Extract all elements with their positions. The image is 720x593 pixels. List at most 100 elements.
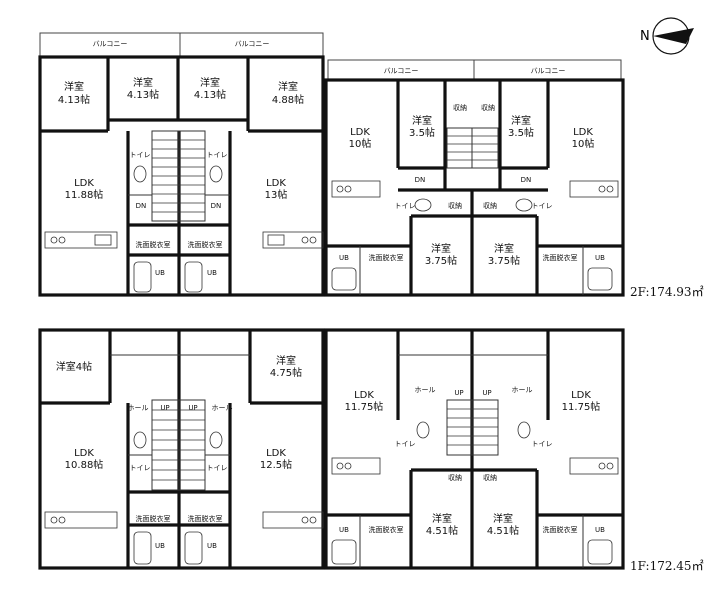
room-label: LDK [571,390,591,401]
room-size: 4.88帖 [272,93,304,106]
room-label: LDK [266,178,286,189]
room-size: 4.51帖 [487,524,519,537]
small-label: 収納 [483,473,497,482]
small-label: 収納 [481,103,495,112]
room-label: LDK [354,390,374,401]
room-label: 洋室 [431,242,451,255]
room-label: 洋室 [494,242,514,255]
room-label: 洋室 [64,80,84,93]
small-label: 洗面脱衣室 [369,525,404,534]
compass-north-label: N [640,29,650,44]
floor-2f: バルコニー バルコニー バルコニー バルコニー [38,32,704,299]
small-label: トイレ [207,464,228,472]
small-label: UP [482,389,491,397]
small-label: UB [339,526,349,534]
room-label: 洋室 [432,512,452,525]
small-label: UB [155,269,165,277]
room-size: 4.51帖 [426,524,458,537]
small-label: UB [339,254,349,262]
small-label: 収納 [448,473,462,482]
wall-2f-left-block [38,55,325,297]
bath-fixtures-2f [133,165,613,293]
compass-needle-icon [653,28,694,44]
room-size: 11.75帖 [345,400,384,413]
room-size: 4.13帖 [127,88,159,101]
room-label: 洋室 [133,76,153,89]
room-label: 洋室 [511,114,531,127]
small-label: UB [595,526,605,534]
balcony-label: バルコニー [235,40,270,48]
small-label: トイレ [532,202,553,210]
room-label: 洋室 [200,76,220,89]
small-label: UB [155,542,165,550]
small-label: UB [207,542,217,550]
room-label: LDK [74,448,94,459]
small-label: 収納 [483,201,497,210]
small-label: UP [454,389,463,397]
staircase-2f-left [151,130,206,222]
room-size: 3.5帖 [508,126,534,139]
wall-1f-right-block [324,328,625,570]
staircase-1f-left [151,399,206,491]
floor-area-2f: 2F:174.93㎡ [630,285,704,299]
room-size: 10.88帖 [65,458,104,471]
room-label: LDK [74,178,94,189]
room-size: 3.75帖 [488,254,520,267]
room-label: 洋室 [493,512,513,525]
staircase-2f-right [446,127,499,169]
small-label: 収納 [453,103,467,112]
room-size: 3.75帖 [425,254,457,267]
room-size: 11.75帖 [562,400,601,413]
small-label: UP [160,404,169,412]
small-label: ホール [512,386,533,394]
small-label: 洗面脱衣室 [188,514,223,523]
small-label: DN [521,176,532,184]
room-size: 11.88帖 [65,188,104,201]
small-label: ホール [212,404,233,412]
small-label: トイレ [130,464,151,472]
room-size: 4.75帖 [270,366,302,379]
room-size: 4.13帖 [194,88,226,101]
floor-area-1f: 1F:172.45㎡ [630,559,704,573]
wall-1f-left-block [38,328,325,570]
room-size: 12.5帖 [260,458,292,471]
room-label: 洋室4帖 [56,360,92,373]
room-label: 洋室 [412,114,432,127]
small-label: 洗面脱衣室 [188,240,223,249]
small-label: 収納 [448,201,462,210]
small-label: UP [188,404,197,412]
room-label: LDK [350,127,370,138]
small-label: トイレ [207,151,228,159]
small-label: トイレ [130,151,151,159]
room-size: 10帖 [572,137,595,150]
floor-1f: 洋室4帖 洋室 4.75帖 LDK 10.88帖 LDK 12.5帖 LDK 1… [38,328,704,573]
small-label: 洗面脱衣室 [136,514,171,523]
wall-2f-right-block [324,78,625,297]
small-label: DN [415,176,426,184]
room-size: 4.13帖 [58,93,90,106]
room-label: 洋室 [276,354,296,367]
small-label: ホール [415,386,436,394]
compass: N [640,17,694,55]
room-size: 10帖 [349,137,372,150]
small-label: UB [207,269,217,277]
room-label: LDK [266,448,286,459]
room-label: 洋室 [278,80,298,93]
small-label: DN [211,202,222,210]
small-label: ホール [128,404,149,412]
small-label: トイレ [395,440,416,448]
small-label: 洗面脱衣室 [369,253,404,262]
balcony-label: バルコニー [93,40,128,48]
kitchen-counters-1f [44,457,619,529]
small-label: トイレ [532,440,553,448]
room-size: 13帖 [265,188,288,201]
room-size: 3.5帖 [409,126,435,139]
small-label: UB [595,254,605,262]
kitchen-counters-2f [44,180,619,249]
small-label: DN [136,202,147,210]
small-label: 洗面脱衣室 [543,253,578,262]
staircase-1f-right [446,399,499,456]
bath-fixtures-1f [133,421,613,565]
